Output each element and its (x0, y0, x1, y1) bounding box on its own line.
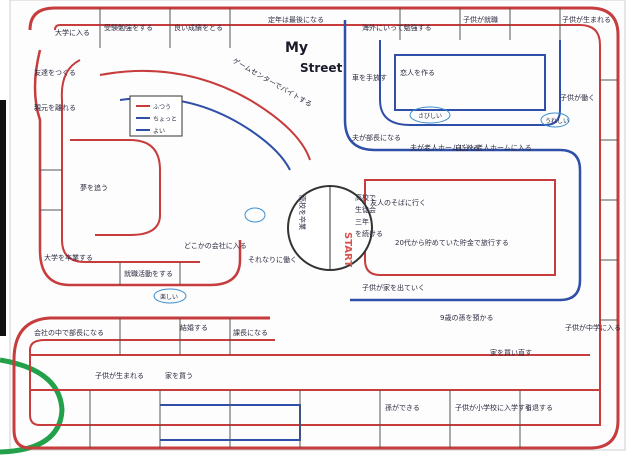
note-text: さびしい (418, 112, 442, 120)
square-text: 定年は最後になる (268, 15, 324, 24)
legend-text-3: よい (153, 128, 165, 135)
left-track-outer (33, 49, 242, 287)
square-text: 結婚する (180, 323, 208, 332)
note-oval-1 (409, 106, 451, 124)
center-text-3: 三年 (355, 217, 369, 226)
square-text: 夫が部長になる (352, 133, 401, 142)
square-text: 子供が働く (560, 93, 595, 102)
square-text: それなりに働く (248, 255, 297, 264)
start-label: START (342, 232, 353, 267)
square-text: 会社の中で部長になる (34, 328, 104, 337)
right-middle-box (364, 179, 556, 276)
left-track-inner (60, 59, 200, 263)
square-text: 9歳の孫を預かる (440, 313, 493, 322)
square-text: 海外にいって勉強する (362, 23, 432, 32)
inner-outer-track-red (29, 24, 601, 426)
start-side-text: 高校を卒業 (298, 195, 307, 230)
square-text: 子供が家を出ていく (362, 283, 425, 292)
square-text: 受験勉強をする (104, 23, 153, 32)
outer-track-red (12, 6, 620, 450)
square-text: 友人のそばに行く (370, 198, 426, 207)
square-text: 課長になる (233, 328, 268, 337)
square-text: 就職活動をする (124, 269, 173, 278)
square-text: どこかの会社に入る (184, 241, 247, 250)
diagonal-track (99, 69, 311, 161)
center-text-2: 生徒会 (355, 205, 376, 214)
note-oval-3 (153, 288, 187, 304)
right-loop-blue (343, 20, 582, 302)
square-text: 車を手放す (352, 73, 387, 82)
square-text: 夫が老人ホームに入る (410, 143, 480, 152)
square-text: 良い成績をとる (174, 23, 223, 32)
center-left-loop (70, 139, 161, 236)
board-title-line1: My (285, 40, 308, 56)
right-top-loop-blue (379, 40, 561, 126)
cell-dividers (40, 8, 618, 448)
square-text: 子供が生まれる (95, 371, 144, 380)
note-oval-2 (244, 207, 266, 223)
note-oval-4 (540, 112, 570, 128)
note-text: 楽しい (160, 293, 178, 301)
square-text: 自分も老人ホームに入る (455, 143, 532, 152)
center-text-4: を続ける (355, 229, 383, 238)
note-text: うれしい (545, 118, 569, 125)
square-text: 家を買い直す (490, 348, 532, 357)
inner-box-blue (394, 54, 546, 111)
square-text: 子供が中学に入る (565, 323, 621, 332)
square-text: 孫ができる (385, 403, 420, 412)
square-text: 親元を離れる (34, 103, 76, 112)
legend-text-1: ふつう (153, 104, 171, 111)
square-text: 夢を追う (80, 183, 108, 192)
square-text: 20代から貯めていた貯金で旅行する (395, 238, 509, 247)
board-title-line2: Street (300, 61, 343, 75)
square-text: 大学を卒業する (44, 253, 93, 262)
square-text: 子供が小学校に入学する (455, 403, 532, 412)
square-text: 家を買う (165, 371, 193, 380)
square-text: 子供が生まれる (562, 15, 611, 24)
legend-text-2: ちょっと (153, 116, 177, 123)
left-edge-bar (0, 100, 6, 336)
square-text: 友達をつくる (34, 68, 76, 77)
center-text-1: 高校で (355, 193, 376, 202)
square-text: 引退する (525, 403, 553, 412)
square-text: 子供が就職 (463, 15, 498, 24)
square-text: 恋人を作る (400, 68, 435, 77)
square-text: 大学に入る (55, 28, 90, 37)
